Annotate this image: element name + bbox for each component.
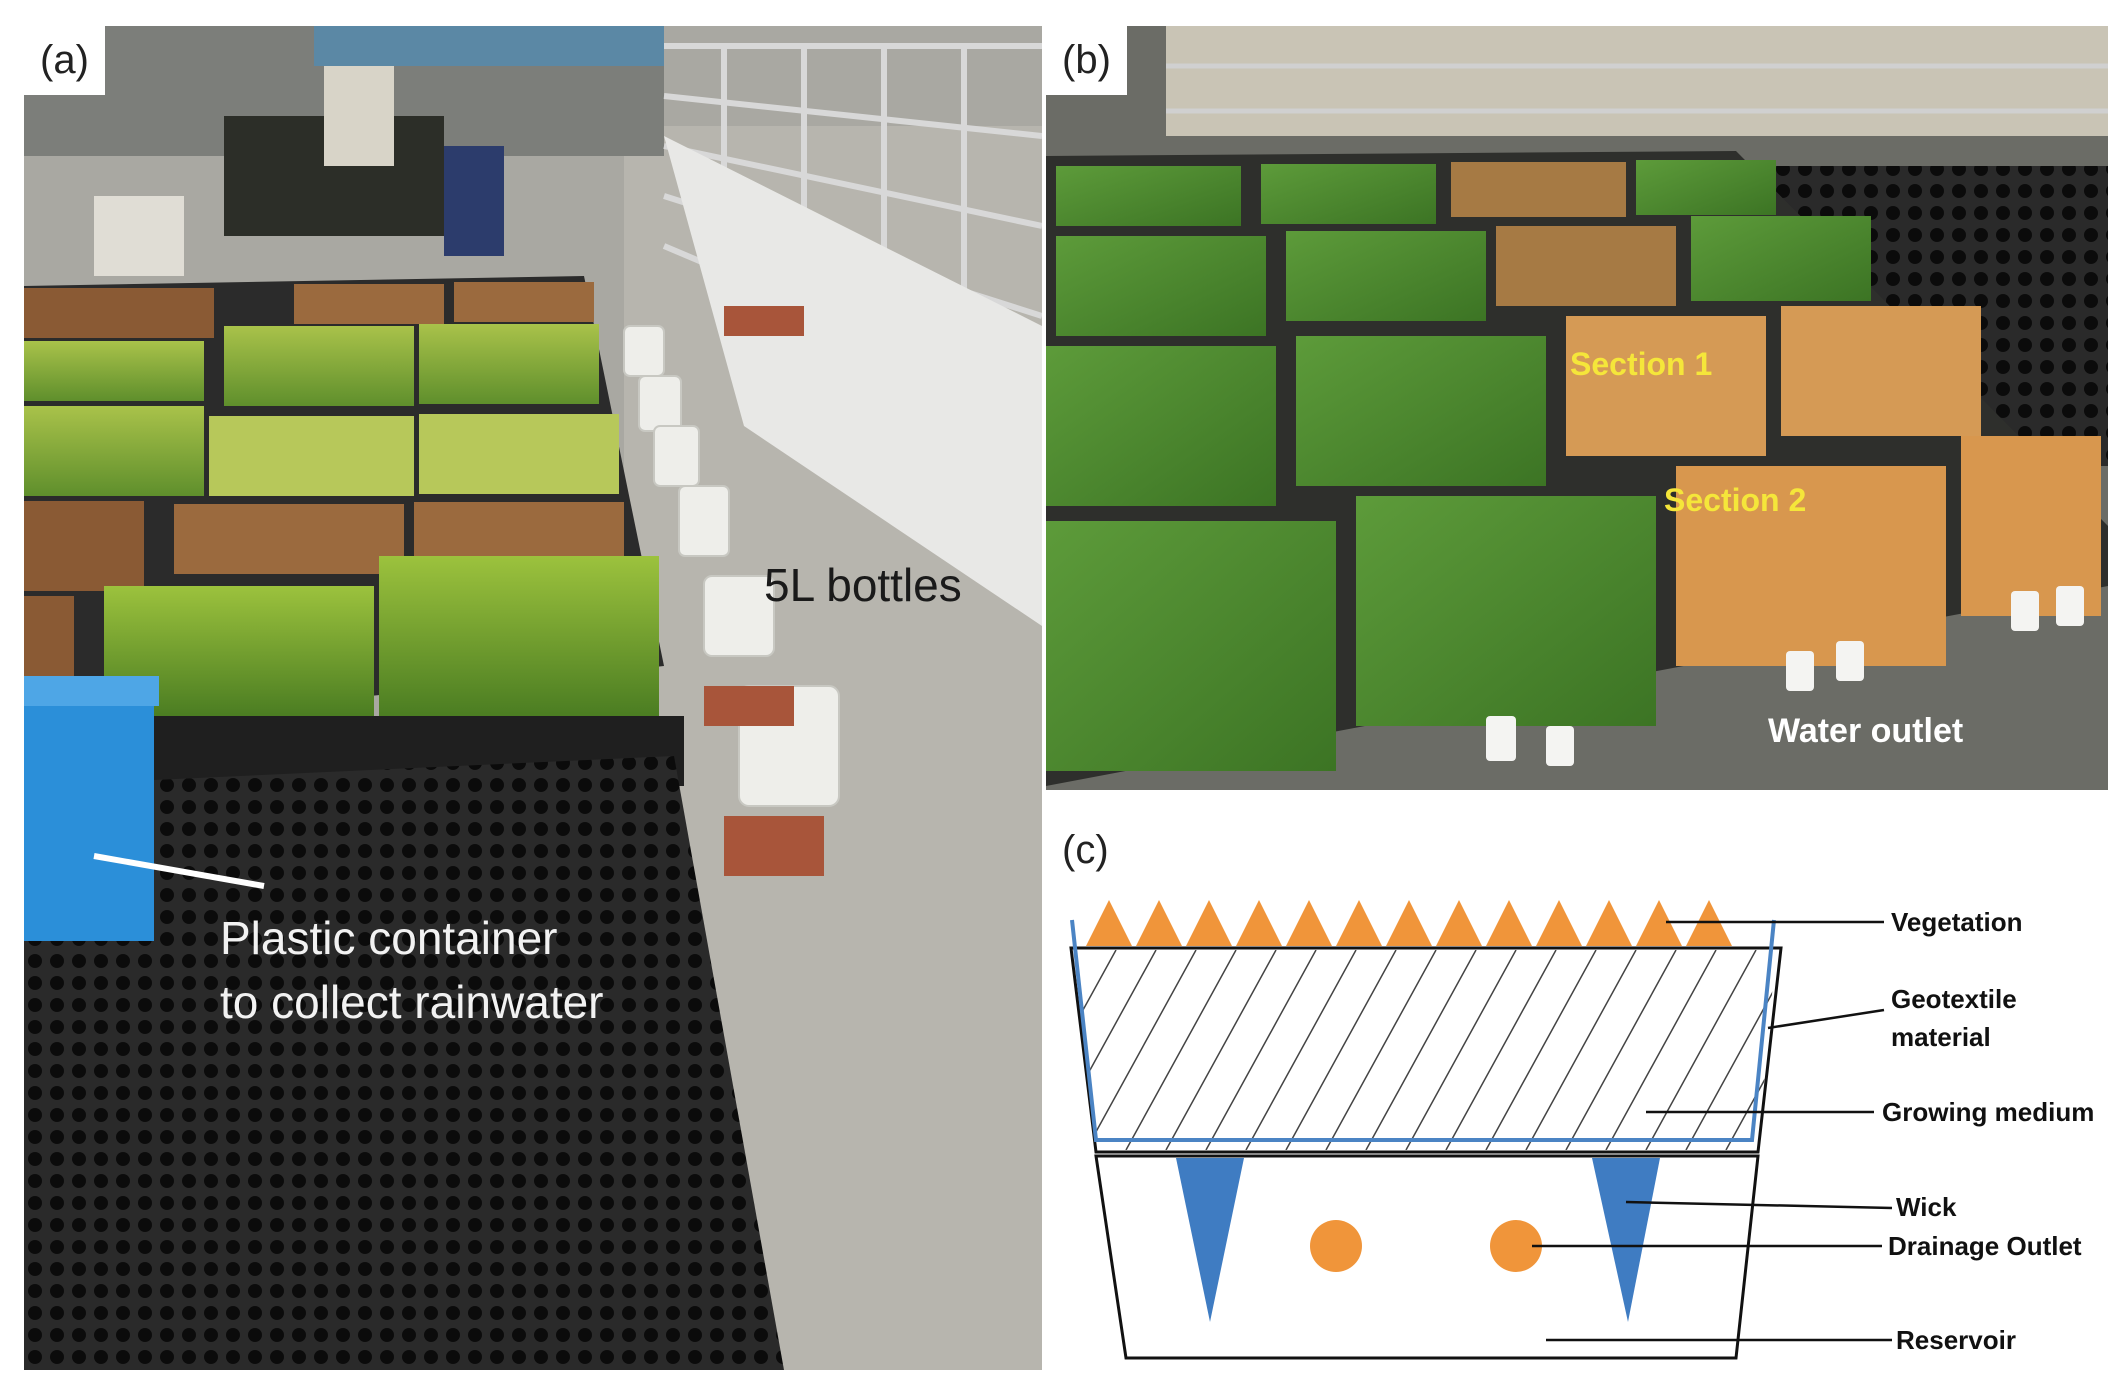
hatch-line <box>1645 950 1757 1150</box>
hatch-line <box>1445 950 1557 1150</box>
panel-label-b: (b) <box>1046 26 1127 95</box>
hatch-line <box>1565 950 1677 1150</box>
hatch-line <box>1405 950 1517 1150</box>
vegetation-triangle <box>1286 900 1332 946</box>
hatch-line <box>1485 950 1597 1150</box>
panel-c-diagram: Vegetation Geotextile material Growing m… <box>1046 800 2108 1370</box>
vegetation-triangle <box>1586 900 1632 946</box>
container-pointer-line <box>93 853 265 889</box>
label-wick: Wick <box>1896 1192 1957 1222</box>
label-geotextile-2: material <box>1891 1022 1991 1052</box>
panel-label-a: (a) <box>24 26 105 95</box>
geotextile-line <box>1070 919 1776 1142</box>
growing-medium-hatch <box>1076 950 1776 1150</box>
section-2-label: Section 2 <box>1664 482 1807 518</box>
label-drainage-outlet: Drainage Outlet <box>1888 1231 2082 1261</box>
green-roof-schematic: Vegetation Geotextile material Growing m… <box>1069 900 2094 1360</box>
vegetation-triangle <box>1386 900 1432 946</box>
vegetation-triangle <box>1186 900 1232 946</box>
leader-geotextile <box>1767 1008 1885 1030</box>
vegetation-triangle <box>1536 900 1582 946</box>
wick-left <box>1176 1158 1244 1322</box>
label-growing-medium: Growing medium <box>1882 1097 2094 1127</box>
hatch-line <box>1325 950 1437 1150</box>
label-vegetation: Vegetation <box>1891 907 2022 937</box>
container-label-line2: to collect rainwater <box>220 976 604 1028</box>
wick-right <box>1592 1158 1660 1322</box>
hatch-line <box>1165 950 1277 1150</box>
vegetation-triangles <box>1086 900 1732 946</box>
container-label-line1: Plastic container <box>220 912 558 964</box>
label-geotextile-1: Geotextile <box>1891 984 2017 1014</box>
section-1-label: Section 1 <box>1570 346 1713 382</box>
panel-b-photo: (b) Section 1 Section 2 Water outlet <box>1046 26 2108 790</box>
hatch-line <box>1125 950 1237 1150</box>
leader-wick <box>1625 1200 1893 1210</box>
rooftop-photo-b <box>1046 26 2108 790</box>
rooftop-photo-a <box>24 26 1042 1370</box>
hatch-line <box>1685 950 1776 1150</box>
drainage-outlet-left <box>1310 1220 1362 1272</box>
hatch-line <box>1245 950 1357 1150</box>
panel-label-c: (c) <box>1046 816 1125 885</box>
vegetation-triangle <box>1486 900 1532 946</box>
water-outlet-label: Water outlet <box>1768 712 1964 750</box>
hatch-line <box>1076 950 1077 1150</box>
hatch-line <box>1525 950 1637 1150</box>
hatch-line <box>1605 950 1717 1150</box>
vegetation-triangle <box>1086 900 1132 946</box>
hatch-line <box>1285 950 1397 1150</box>
hatch-line <box>1765 950 1776 1150</box>
vegetation-triangle <box>1436 900 1482 946</box>
vegetation-triangle <box>1636 900 1682 946</box>
hatch-line <box>1085 950 1197 1150</box>
panel-a-photo: (a) 5L bottles Plastic container to coll… <box>24 26 1042 1370</box>
hatch-line <box>1725 950 1776 1150</box>
container-label: Plastic container to collect rainwater <box>220 906 604 1034</box>
vegetation-triangle <box>1336 900 1382 946</box>
hatch-line <box>1365 950 1477 1150</box>
label-reservoir: Reservoir <box>1896 1325 2016 1355</box>
upper-tray-outline <box>1069 946 1783 1154</box>
hatch-line <box>1076 950 1157 1150</box>
reservoir-outline <box>1094 1154 1760 1360</box>
bottles-label: 5L bottles <box>764 559 962 611</box>
hatch-line <box>1076 950 1117 1150</box>
vegetation-triangle <box>1236 900 1282 946</box>
hatch-line <box>1205 950 1317 1150</box>
vegetation-triangle <box>1136 900 1182 946</box>
drainage-outlet-right <box>1490 1220 1542 1272</box>
